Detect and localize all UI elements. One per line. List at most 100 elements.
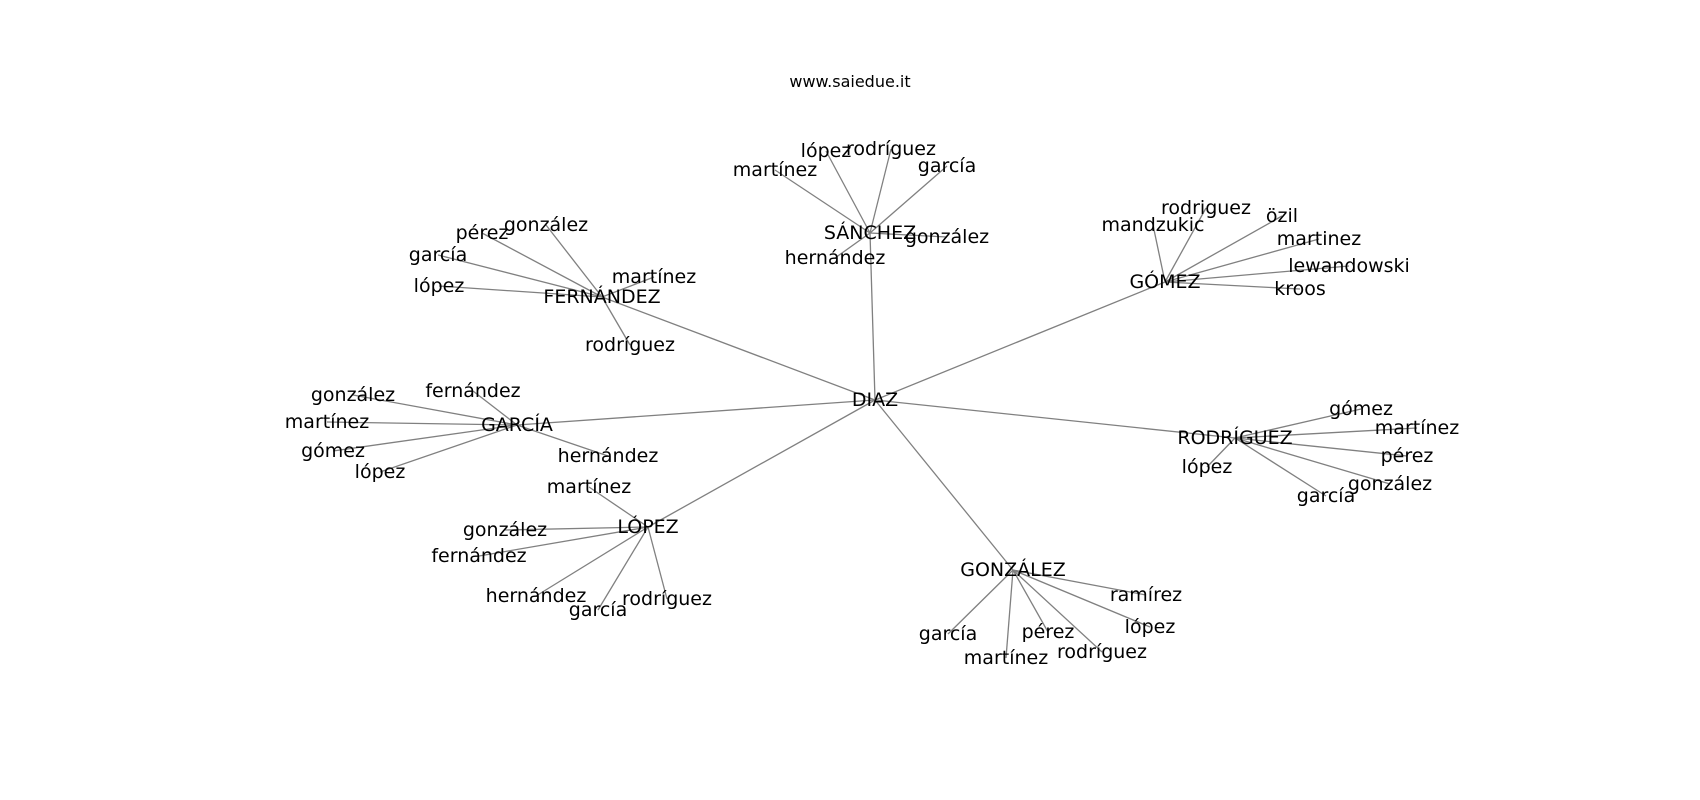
leaf-node-rodriguez-perez: pérez xyxy=(1381,445,1434,467)
edge-fernandez-gonzalez xyxy=(545,224,603,298)
edge-gonzalez-lopez xyxy=(1012,569,1151,628)
edge-fernandez-rodriguez xyxy=(601,296,631,346)
leaf-node-lopez-fernandez: fernández xyxy=(431,545,526,567)
leaf-node-sanchez-garcia: garcía xyxy=(918,155,976,177)
leaf-node-gonzalez-rodriguez: rodríguez xyxy=(1057,641,1147,663)
edge-garcia-fernandez xyxy=(472,390,518,426)
edge-gonzalez-rodriguez xyxy=(1012,569,1103,653)
edge-rodriguez-lopez xyxy=(1206,437,1236,468)
leaf-node-gomez-mandzukic: mandzukic xyxy=(1102,214,1205,236)
edge-lopez-gonzalez xyxy=(504,526,649,531)
hub-node-garcia: GARCÍA xyxy=(481,413,553,436)
page-title: www.saiedue.it xyxy=(789,72,911,91)
leaf-node-garcia-gonzalez: gonzález xyxy=(311,384,395,406)
leaf-node-garcia-hernandez: hernández xyxy=(558,445,659,467)
edge-rodriguez-martinez xyxy=(1234,427,1418,439)
edge-fernandez-martinez xyxy=(601,276,655,298)
hub-node-fernandez: FERNÁNDEZ xyxy=(543,285,660,308)
edge-sanchez-hernandez xyxy=(834,232,871,259)
edge-fernandez-lopez xyxy=(438,285,603,298)
leaf-node-lopez-garcia: garcía xyxy=(569,599,627,621)
edge-lopez-hernandez xyxy=(535,526,649,597)
leaf-node-sanchez-rodriguez: rodríguez xyxy=(846,138,936,160)
edge-rodriguez-perez xyxy=(1234,437,1408,457)
leaf-node-gonzalez-ramirez: ramírez xyxy=(1110,584,1182,606)
leaf-node-gomez-lewandowski: lewandowski xyxy=(1288,255,1410,277)
edge-rodriguez-gomez xyxy=(1234,408,1362,439)
leaf-node-garcia-fernandez: fernández xyxy=(425,380,520,402)
edge-diaz-gomez xyxy=(874,281,1166,401)
edge-garcia-hernandez xyxy=(516,424,609,457)
leaf-node-rodriguez-martinez: martínez xyxy=(1375,417,1459,439)
leaf-node-rodriguez-lopez: lópez xyxy=(1182,456,1233,478)
edge-gomez-martinez xyxy=(1164,238,1320,283)
leaf-node-lopez-gonzalez: gonzález xyxy=(463,519,547,541)
leaf-node-gomez-kroos: kroos xyxy=(1274,278,1326,300)
edge-sanchez-rodriguez xyxy=(869,148,892,234)
leaf-node-fernandez-perez: pérez xyxy=(456,222,509,244)
edge-sanchez-gonzalez xyxy=(869,232,948,238)
leaf-node-gomez-rodriguez: rodriguez xyxy=(1161,197,1251,219)
edge-fernandez-garcia xyxy=(437,254,603,298)
leaf-node-gonzalez-martinez: martínez xyxy=(964,647,1048,669)
hub-node-gonzalez: GONZÁLEZ xyxy=(960,558,1066,581)
leaf-node-fernandez-martinez: martínez xyxy=(612,266,696,288)
leaf-node-rodriguez-gomez: gómez xyxy=(1329,398,1393,420)
leaf-node-garcia-martinez: martínez xyxy=(285,411,369,433)
leaf-node-fernandez-gonzalez: gonzález xyxy=(504,214,588,236)
edge-rodriguez-garcia xyxy=(1234,437,1327,497)
leaf-node-rodriguez-gonzalez: gonzález xyxy=(1348,473,1432,495)
leaf-node-fernandez-garcia: garcía xyxy=(409,244,467,266)
edge-gomez-rodriguez xyxy=(1164,207,1207,283)
edge-sanchez-lopez xyxy=(825,150,871,234)
leaf-node-sanchez-lopez: lópez xyxy=(801,140,852,162)
leaf-node-fernandez-lopez: lópez xyxy=(414,275,465,297)
edge-garcia-martinez xyxy=(326,421,518,426)
leaf-node-rodriguez-garcia: garcía xyxy=(1297,485,1355,507)
leaf-node-garcia-lopez: lópez xyxy=(355,461,406,483)
edge-fernandez-perez xyxy=(481,232,603,298)
leaf-node-gonzalez-perez: pérez xyxy=(1022,621,1075,643)
edge-gonzalez-garcia xyxy=(947,569,1014,635)
center-node-diaz: DIAZ xyxy=(852,389,898,411)
edge-gomez-mandzukic xyxy=(1152,224,1166,283)
edge-sanchez-garcia xyxy=(869,165,948,234)
edge-gonzalez-martinez xyxy=(1005,569,1014,659)
node-labels: martínezlópezrodríguezgarcíagonzálezhern… xyxy=(285,138,1459,669)
edge-lopez-rodriguez xyxy=(647,526,668,600)
edge-diaz-rodriguez xyxy=(874,399,1236,439)
edge-lopez-fernandez xyxy=(478,526,649,557)
leaf-node-lopez-rodriguez: rodríguez xyxy=(622,588,712,610)
edge-lopez-martinez xyxy=(588,486,649,528)
edge-rodriguez-gonzalez xyxy=(1234,437,1391,485)
leaf-node-gomez-martinez: martinez xyxy=(1277,228,1361,250)
leaf-node-sanchez-martinez: martínez xyxy=(733,159,817,181)
edge-diaz-garcia xyxy=(516,399,876,426)
hub-node-gomez: GÓMEZ xyxy=(1129,269,1200,293)
edge-garcia-gomez xyxy=(332,424,518,452)
leaf-node-gomez-ozil: özil xyxy=(1266,205,1298,227)
edges xyxy=(326,148,1418,659)
edge-gonzalez-ramirez xyxy=(1012,569,1147,596)
edge-diaz-fernandez xyxy=(601,296,876,401)
edge-garcia-lopez xyxy=(379,424,518,473)
hub-node-sanchez: SÁNCHEZ xyxy=(824,221,916,244)
leaf-node-lopez-hernandez: hernández xyxy=(486,585,587,607)
edge-gomez-lewandowski xyxy=(1164,265,1350,283)
leaf-node-gonzalez-lopez: lópez xyxy=(1125,616,1176,638)
hub-node-rodriguez: RODRÍGUEZ xyxy=(1177,426,1292,449)
edge-gomez-kroos xyxy=(1164,281,1301,290)
leaf-node-fernandez-rodriguez: rodríguez xyxy=(585,334,675,356)
edge-gomez-ozil xyxy=(1164,215,1283,283)
edge-lopez-garcia xyxy=(597,526,649,611)
edge-diaz-gonzalez xyxy=(874,399,1014,571)
edge-sanchez-martinez xyxy=(774,169,871,234)
hub-node-lopez: LÓPEZ xyxy=(617,514,678,538)
edge-diaz-lopez xyxy=(647,399,876,528)
leaf-node-sanchez-gonzalez: gonzález xyxy=(905,226,989,248)
edge-garcia-gonzalez xyxy=(352,394,518,426)
leaf-node-lopez-martinez: martínez xyxy=(547,476,631,498)
leaf-node-gonzalez-garcia: garcía xyxy=(919,623,977,645)
leaf-node-garcia-gomez: gómez xyxy=(301,440,365,462)
